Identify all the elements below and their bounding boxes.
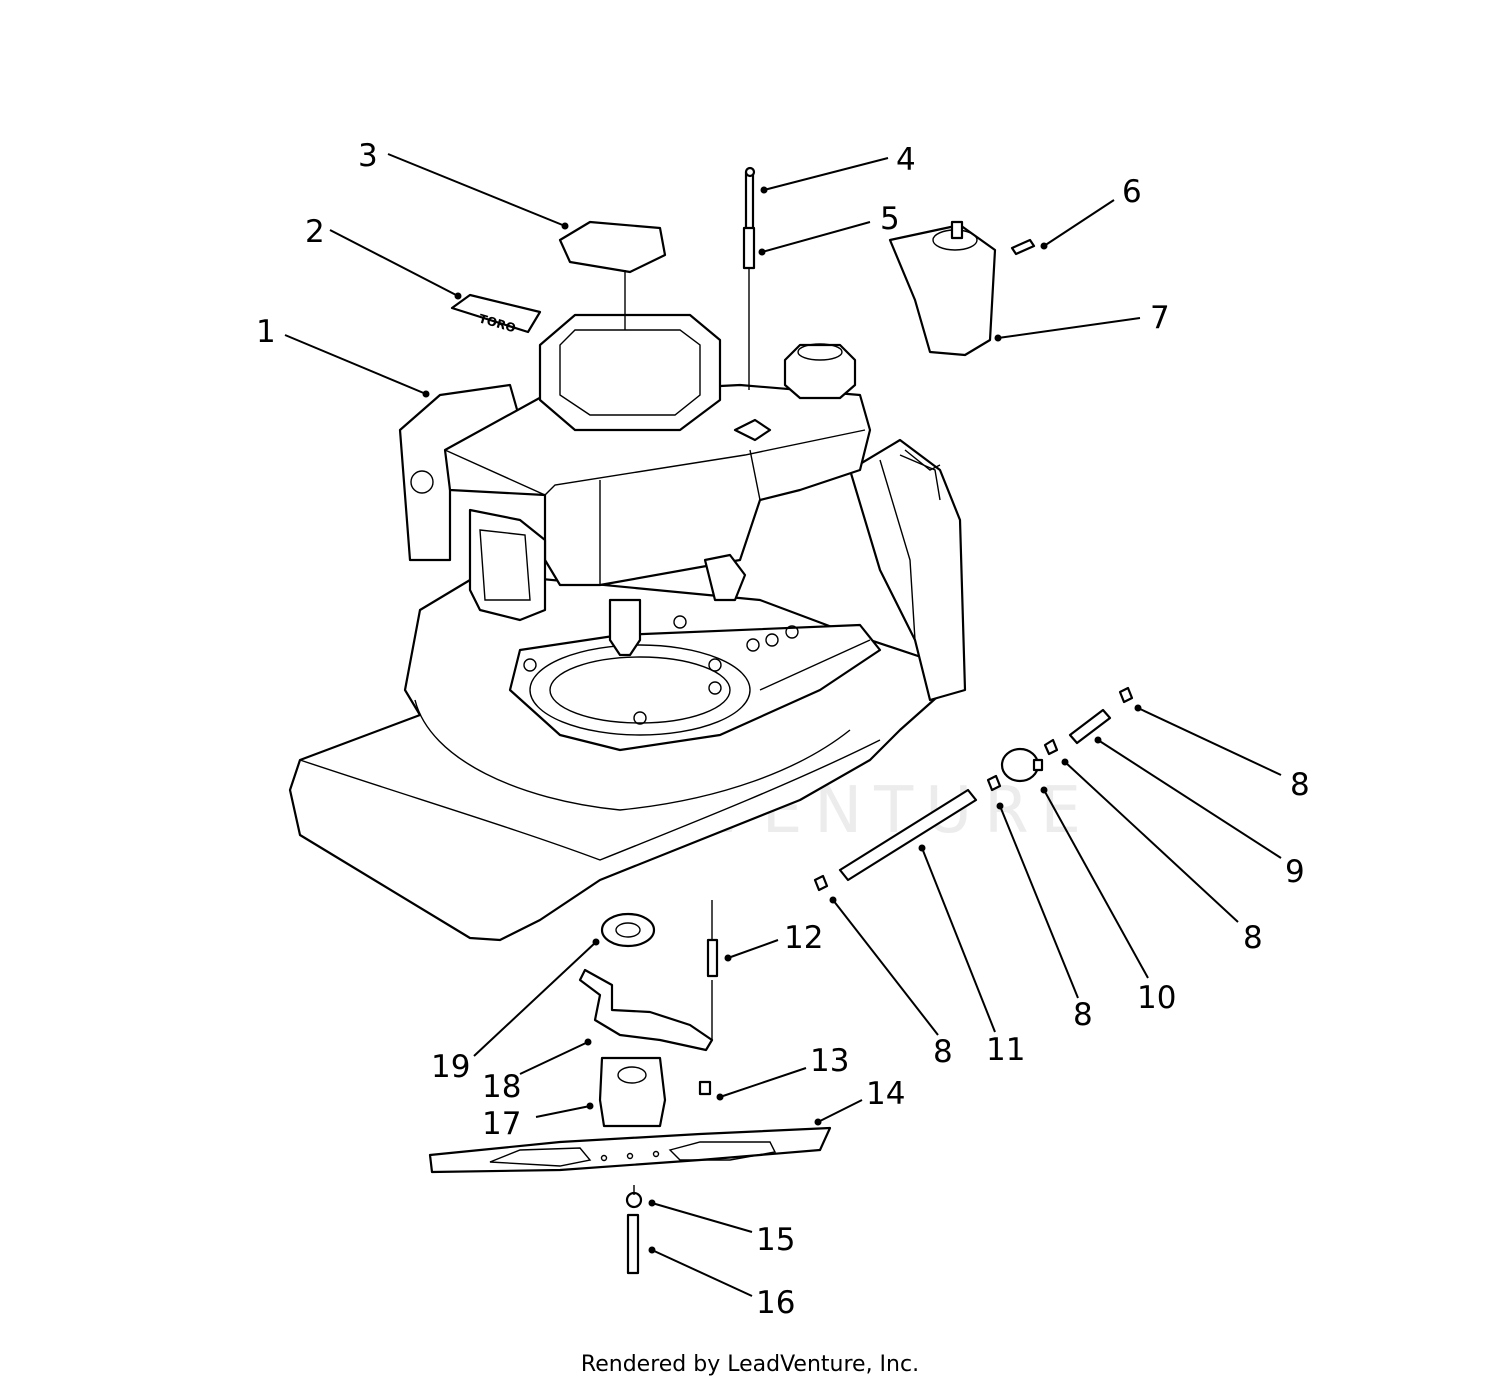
callout-19: 19	[431, 1049, 470, 1085]
callout-17: 17	[482, 1106, 521, 1142]
mower-deck	[288, 438, 967, 942]
callout-2: 2	[305, 214, 325, 250]
callout-8c: 8	[1073, 997, 1093, 1033]
callout-3: 3	[358, 138, 378, 174]
callout-4: 4	[896, 142, 916, 178]
part-7-starter-motor	[888, 220, 997, 357]
callout-13: 13	[810, 1043, 849, 1079]
part-6-screw	[1010, 238, 1036, 256]
part-18-bracket	[578, 968, 714, 1052]
callout-10: 10	[1137, 980, 1176, 1016]
callout-12: 12	[784, 920, 823, 956]
part-2-decal: TORO	[450, 293, 542, 335]
callout-8a: 8	[1290, 767, 1310, 803]
callout-6: 6	[1122, 174, 1142, 210]
part-16-blade-bolt	[626, 1213, 640, 1275]
callout-8b: 8	[1243, 920, 1263, 956]
callout-1: 1	[256, 314, 276, 350]
footer-credit: Rendered by LeadVenture, Inc.	[580, 1352, 920, 1377]
axle-assembly	[813, 686, 1134, 892]
part-17-blade-adapter	[598, 1056, 667, 1128]
part-13-nut	[698, 1080, 712, 1096]
part-3-air-filter	[558, 220, 667, 330]
callout-18: 18	[482, 1069, 521, 1105]
callout-labels: 1 2 3 4 5 6 7 8 8 9 8 10 8 8 11 12 13 14…	[256, 138, 1310, 1321]
part-5-tube	[742, 226, 756, 390]
part-14-blade	[428, 1126, 832, 1174]
callout-14: 14	[866, 1076, 905, 1112]
engine	[398, 313, 872, 657]
callout-11: 11	[986, 1032, 1025, 1068]
callout-8d: 8	[933, 1034, 953, 1070]
part-15-washer	[625, 1185, 643, 1209]
part-12-bolt	[706, 900, 719, 1040]
callout-9: 9	[1285, 854, 1305, 890]
callout-16: 16	[756, 1285, 795, 1321]
part-19-bearing	[600, 912, 656, 948]
callout-7: 7	[1150, 300, 1170, 336]
callout-15: 15	[756, 1222, 795, 1258]
leader-lines	[284, 153, 1282, 1297]
callout-5: 5	[880, 201, 900, 237]
